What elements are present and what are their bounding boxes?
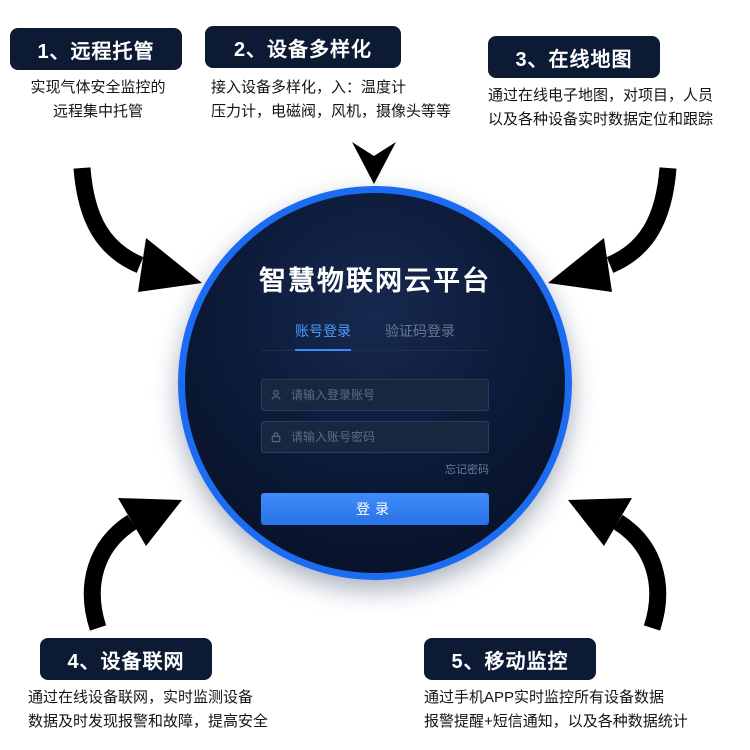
feature-5-desc: 通过手机APP实时监控所有设备数据 报警提醒+短信通知，以及各种数据统计	[424, 686, 734, 734]
feature-2-desc-line: 接入设备多样化，入：温度计	[211, 79, 407, 96]
feature-3-desc: 通过在线电子地图，对项目，人员 以及各种设备实时数据定位和跟踪	[488, 84, 748, 132]
feature-1-title: 1、远程托管	[10, 28, 182, 70]
feature-4-desc-line: 数据及时发现报警和故障，提高安全	[28, 713, 269, 730]
curved-arrow-top-right	[548, 167, 677, 292]
curved-arrow-top-left	[73, 167, 202, 292]
feature-3-desc-line: 通过在线电子地图，对项目，人员	[488, 87, 714, 104]
feature-1-desc-line: 实现气体安全监控的	[30, 79, 166, 96]
platform-circle: 智慧物联网云平台 账号登录 验证码登录	[178, 186, 572, 580]
down-arrow-top-center	[352, 142, 396, 184]
curved-arrow-bottom-left	[83, 498, 182, 631]
feature-1-desc: 实现气体安全监控的 远程集中托管	[2, 76, 194, 124]
login-button[interactable]: 登录	[261, 493, 489, 525]
feature-2-title: 2、设备多样化	[205, 26, 401, 68]
user-icon	[270, 389, 282, 401]
feature-3-title: 3、在线地图	[488, 36, 660, 78]
feature-4-desc-line: 通过在线设备联网，实时监测设备	[28, 689, 254, 706]
login-tabs: 账号登录 验证码登录	[261, 321, 489, 351]
curved-arrow-bottom-right	[568, 498, 667, 631]
feature-4-desc: 通过在线设备联网，实时监测设备 数据及时发现报警和故障，提高安全	[28, 686, 318, 734]
tab-code-login[interactable]: 验证码登录	[385, 323, 455, 339]
feature-5-title: 5、移动监控	[424, 638, 596, 680]
feature-2-desc: 接入设备多样化，入：温度计 压力计，电磁阀，风机，摄像头等等	[211, 76, 481, 124]
password-input[interactable]	[289, 429, 480, 445]
login-panel: 账号登录 验证码登录	[261, 321, 489, 525]
feature-3-desc-line: 以及各种设备实时数据定位和跟踪	[488, 111, 714, 128]
feature-4-title: 4、设备联网	[40, 638, 212, 680]
forgot-password-link[interactable]: 忘记密码	[445, 464, 489, 476]
account-input[interactable]	[289, 387, 480, 403]
platform-title: 智慧物联网云平台	[259, 266, 491, 296]
feature-5-desc-line: 报警提醒+短信通知，以及各种数据统计	[424, 713, 688, 730]
feature-2-desc-line: 压力计，电磁阀，风机，摄像头等等	[211, 103, 452, 120]
password-field-wrap	[261, 421, 489, 453]
account-field-wrap	[261, 379, 489, 411]
feature-5-desc-line: 通过手机APP实时监控所有设备数据	[424, 689, 665, 706]
feature-1-desc-line: 远程集中托管	[52, 103, 143, 120]
tab-account-login[interactable]: 账号登录	[295, 321, 351, 351]
tabs-divider	[261, 350, 489, 351]
lock-icon	[270, 431, 282, 443]
